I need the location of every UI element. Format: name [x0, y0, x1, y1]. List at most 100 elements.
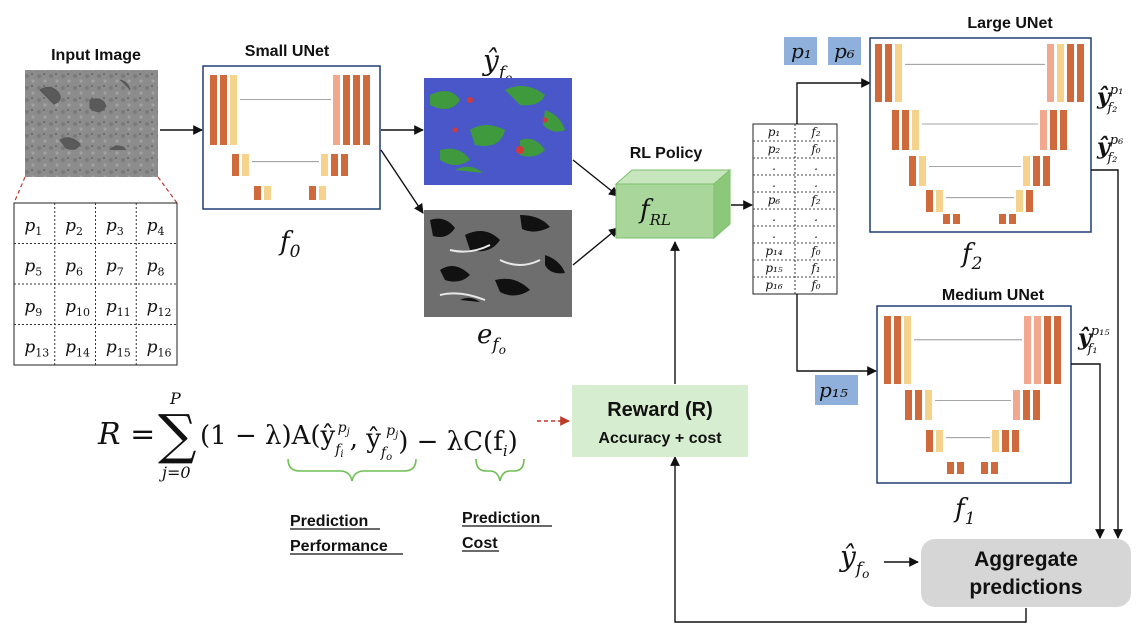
patch-label: p8	[147, 257, 165, 279]
patch-label: p3	[106, 216, 124, 238]
table-cell-patch: p₁₆	[765, 278, 782, 292]
medium-unet-fn: f1	[953, 494, 975, 529]
patch-label: p12	[147, 297, 172, 319]
unet-layer-block	[1060, 110, 1067, 150]
unet-layer-block	[953, 214, 960, 224]
unet-layer-block	[242, 154, 249, 176]
table-cell-model: f₀	[810, 278, 820, 292]
patch-label: p16	[147, 338, 172, 360]
table-cell-model: f₂	[810, 193, 820, 207]
unet-layer-block	[905, 390, 912, 420]
unet-layer-block	[936, 430, 943, 452]
table-cell-patch: p₁₄	[765, 244, 782, 258]
arrow-aggregate-to-reward	[670, 456, 1027, 623]
equation-body: (1 − λ)A(ŷfipj, ŷfopj) − λC(fi)	[200, 420, 518, 463]
table-cell-model: f₁	[810, 261, 820, 275]
large-unet-tag-p1	[784, 37, 817, 65]
unet-layer-block	[936, 190, 943, 212]
large-unet-fn: f2	[960, 239, 982, 274]
arrow-pred-to-rl	[572, 159, 619, 197]
patch-label: p10	[65, 297, 90, 319]
unet-layer-block	[902, 110, 909, 150]
unet-layer-block	[957, 462, 964, 474]
table-cell-model: .	[814, 176, 818, 190]
patch-label: p11	[106, 297, 131, 319]
large-unet-tag-p6-text: p₆	[834, 39, 855, 63]
unet-layer-block	[333, 75, 340, 145]
unet-layer-block	[895, 44, 902, 102]
table-cell-model: f₂	[810, 125, 820, 139]
cost-label-1: Prediction	[462, 510, 540, 527]
table-cell-patch: .	[772, 176, 776, 190]
unet-layer-block	[1026, 190, 1033, 212]
unet-layer-block	[210, 75, 217, 145]
patch-label: p9	[24, 297, 42, 319]
medium-unet-tag-text: p₁₅	[819, 378, 848, 402]
arrow-large-to-aggregate	[1091, 169, 1123, 539]
unet-layer-block	[331, 154, 338, 176]
unet-layer-block	[1057, 44, 1064, 102]
sum-lower: j=0	[159, 463, 191, 482]
medium-unet-tag	[815, 375, 858, 405]
unet-layer-block	[991, 462, 998, 474]
table-cell-model: f₀	[810, 142, 820, 156]
error-label: efo	[477, 320, 506, 357]
unet-layer-block	[1023, 156, 1030, 186]
unet-layer-block	[999, 214, 1006, 224]
unet-layer-block	[926, 190, 933, 212]
reward-box	[572, 385, 748, 457]
large-unet-title: Large UNet	[967, 15, 1053, 32]
cost-label-2: Cost	[462, 535, 498, 552]
reward-subtitle: Accuracy + cost	[598, 430, 722, 447]
unet-layer-block	[884, 316, 891, 384]
table-cell-patch: p₂	[768, 142, 781, 156]
unet-layer-block	[309, 186, 316, 200]
medium-unet-title: Medium UNet	[942, 287, 1045, 304]
patch-label: p6	[65, 257, 83, 279]
unet-layer-block	[947, 462, 954, 474]
unet-layer-block	[885, 44, 892, 102]
unet-layer-block	[1077, 44, 1084, 102]
large-unet-architecture	[875, 44, 1084, 224]
unet-layer-block	[353, 75, 360, 145]
input-image-title: Input Image	[51, 47, 141, 64]
unet-layer-block	[925, 390, 932, 420]
table-cell-model: .	[814, 210, 818, 224]
summation-sign: ∑	[158, 403, 197, 466]
aggregate-box	[921, 539, 1131, 607]
unet-layer-block	[912, 110, 919, 150]
small-unet-title: Small UNet	[245, 43, 330, 60]
arrow-medium-to-aggregate	[1071, 363, 1105, 539]
unet-layer-block	[1040, 110, 1047, 150]
unet-layer-block	[220, 75, 227, 145]
unet-layer-block	[319, 186, 326, 200]
aggregate-title-line2: predictions	[969, 576, 1082, 599]
arrow-table-to-medium-unet	[796, 294, 877, 376]
unet-layer-block	[343, 75, 350, 145]
table-cell-model: f₀	[810, 244, 820, 258]
reward-equation: R = ∑ P j=0 (1 − λ)A(ŷfipj, ŷfopj) − λC(…	[97, 389, 518, 482]
table-cell-model: .	[814, 227, 818, 241]
unet-layer-block	[904, 316, 911, 384]
unet-layer-block	[1012, 430, 1019, 452]
unet-layer-block	[1034, 316, 1041, 384]
unet-layer-block	[1002, 430, 1009, 452]
small-unet-architecture	[210, 75, 370, 200]
patch-label: p14	[65, 338, 90, 360]
input-image	[25, 70, 158, 177]
table-cell-patch: p₁₅	[765, 261, 782, 275]
unet-layer-block	[321, 154, 328, 176]
perf-label-1: Prediction	[290, 513, 368, 530]
error-map-image	[424, 210, 572, 317]
patch-label: p7	[106, 257, 124, 279]
patch-label: p2	[65, 216, 83, 238]
table-cell-model: .	[814, 159, 818, 173]
small-unet-fn: f0	[278, 227, 301, 262]
unet-layer-block	[341, 154, 348, 176]
sum-upper: P	[169, 389, 181, 408]
unet-layer-block	[1050, 110, 1057, 150]
reward-title: Reward (R)	[607, 399, 713, 421]
unet-layer-block	[992, 430, 999, 452]
